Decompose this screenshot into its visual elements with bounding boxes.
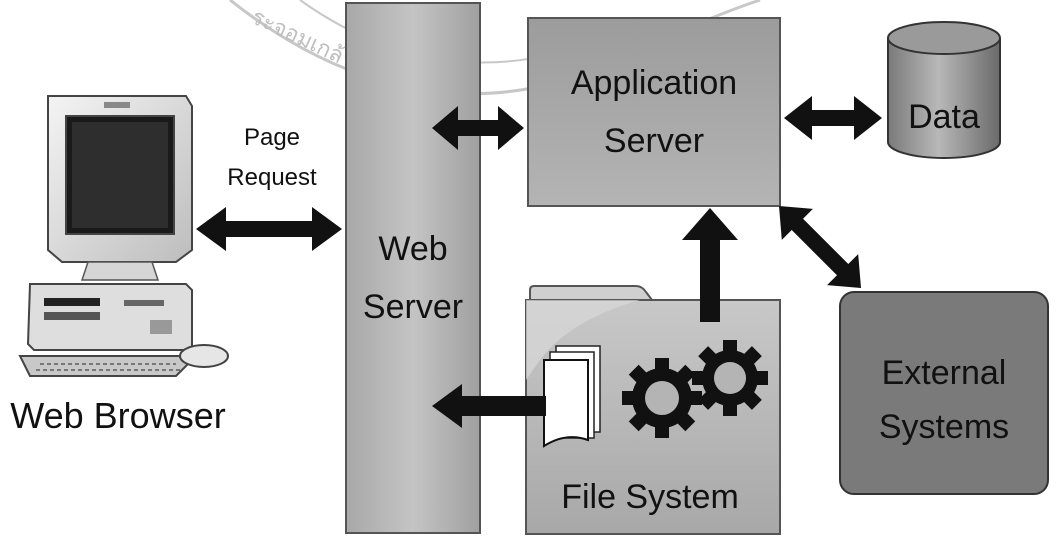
page-request-label-line2: Request — [227, 164, 317, 191]
data-label: Data — [908, 98, 980, 136]
external-systems-label-line1: External — [882, 354, 1007, 392]
app-server-label-line2: Server — [604, 122, 704, 160]
web-server-label-line1: Web — [378, 230, 447, 268]
gears-icon — [622, 340, 768, 438]
application-server-box: Application Server — [527, 17, 781, 207]
file-system-folder: File System — [525, 285, 781, 535]
app-data-double-arrow — [784, 96, 882, 140]
page-request-double-arrow — [196, 207, 342, 251]
external-systems-box: External Systems — [839, 291, 1049, 495]
external-systems-label-line2: Systems — [879, 408, 1009, 446]
web-server-label-line2: Server — [363, 288, 463, 326]
data-store-cylinder: Data — [887, 21, 1001, 159]
document-stack-icon — [543, 345, 601, 448]
app-external-double-arrow — [778, 205, 862, 289]
web-app-double-arrow — [432, 106, 524, 150]
desktop-computer-icon — [18, 95, 229, 377]
web-server-box: Web Server — [345, 2, 481, 534]
file-to-app-arrow — [682, 208, 738, 322]
arrows — [196, 96, 882, 428]
file-to-web-arrow — [432, 384, 546, 428]
file-system-label: File System — [561, 478, 739, 516]
page-request-label-line1: Page — [244, 124, 300, 151]
app-server-label-line1: Application — [571, 64, 737, 102]
web-browser-label: Web Browser — [10, 395, 225, 436]
